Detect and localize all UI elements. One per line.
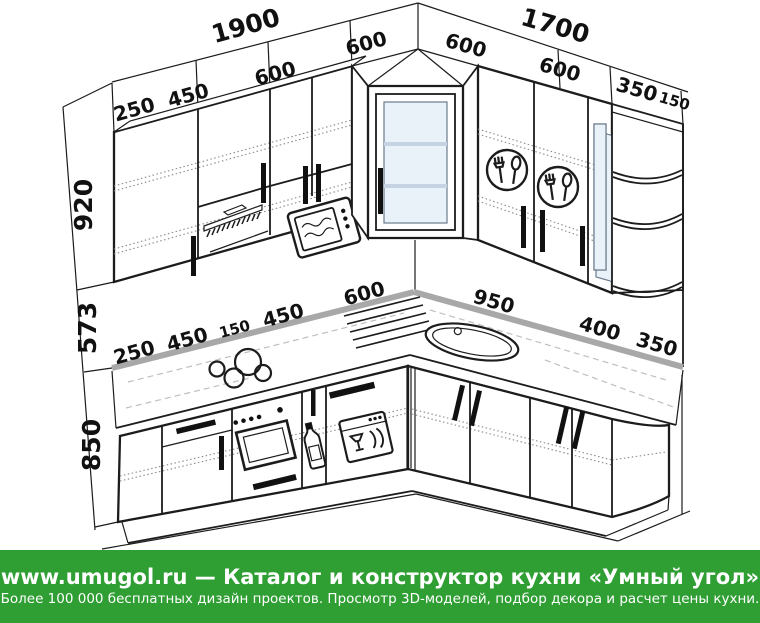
dim-total-left: 1900 — [208, 3, 283, 50]
cutlery-circle-icon — [536, 165, 580, 209]
plinth-and-floor — [101, 375, 691, 550]
corner-glass-door — [383, 101, 448, 224]
dim-height-573: 573 — [73, 302, 102, 354]
kitchen-drawing: 1900 1700 250 450 600 600 600 600 350 15… — [62, 2, 692, 550]
oven-icon — [233, 407, 298, 491]
door-handle — [316, 164, 321, 202]
dim-height-850: 850 — [77, 419, 106, 471]
footer-subtitle: Более 100 000 бесплатных дизайн проектов… — [0, 591, 760, 608]
dishwasher-icon — [328, 381, 394, 464]
door-handle — [378, 168, 383, 214]
glass-door-350 — [593, 123, 607, 271]
door-handle — [580, 226, 585, 266]
door-handle — [191, 236, 196, 276]
dim-upper-right-600: 600 — [537, 52, 584, 87]
cutlery-circle-icon — [485, 148, 529, 192]
counter-back-edge-right — [413, 289, 684, 370]
door-handle — [571, 411, 586, 450]
countertop — [111, 289, 684, 429]
footer-site-title: www.umugol.ru — Каталог и конструктор ку… — [0, 565, 760, 590]
drawer-handle — [175, 419, 217, 435]
sink-icon — [424, 322, 520, 362]
base-cabinets-left-run — [116, 364, 410, 524]
footer-banner: www.umugol.ru — Каталог и конструктор ку… — [0, 550, 760, 623]
dimension-lines — [62, 2, 689, 531]
bottle-cargo-icon — [303, 390, 327, 470]
dim-upper-corner-left-600: 600 — [343, 26, 390, 60]
dim-height-920: 920 — [69, 179, 98, 231]
door-handle — [521, 206, 526, 248]
dishwasher-handle — [328, 381, 376, 399]
door-handle — [219, 436, 224, 470]
door-handle — [469, 390, 482, 427]
dim-upper-right-350: 350 — [614, 72, 661, 107]
dim-total-right: 1700 — [518, 2, 593, 49]
open-corner-shelves — [611, 102, 684, 367]
door-handle — [452, 384, 465, 421]
drainboard-lines — [343, 296, 433, 349]
door-handle — [303, 166, 308, 204]
door-handle — [261, 163, 266, 203]
upper-corner-cabinet — [351, 48, 479, 291]
cooker-hood-icon — [203, 204, 263, 238]
cooktop-burners-icon — [208, 347, 273, 389]
upper-cabinets-right-run — [476, 64, 635, 295]
counter-back-edge-left — [111, 289, 415, 371]
upper-cabinets-left-run — [112, 55, 367, 284]
door-handle — [540, 210, 545, 252]
door-handle — [555, 406, 570, 445]
drawer-cabinet — [161, 419, 233, 470]
base-corner-junction — [406, 366, 416, 470]
